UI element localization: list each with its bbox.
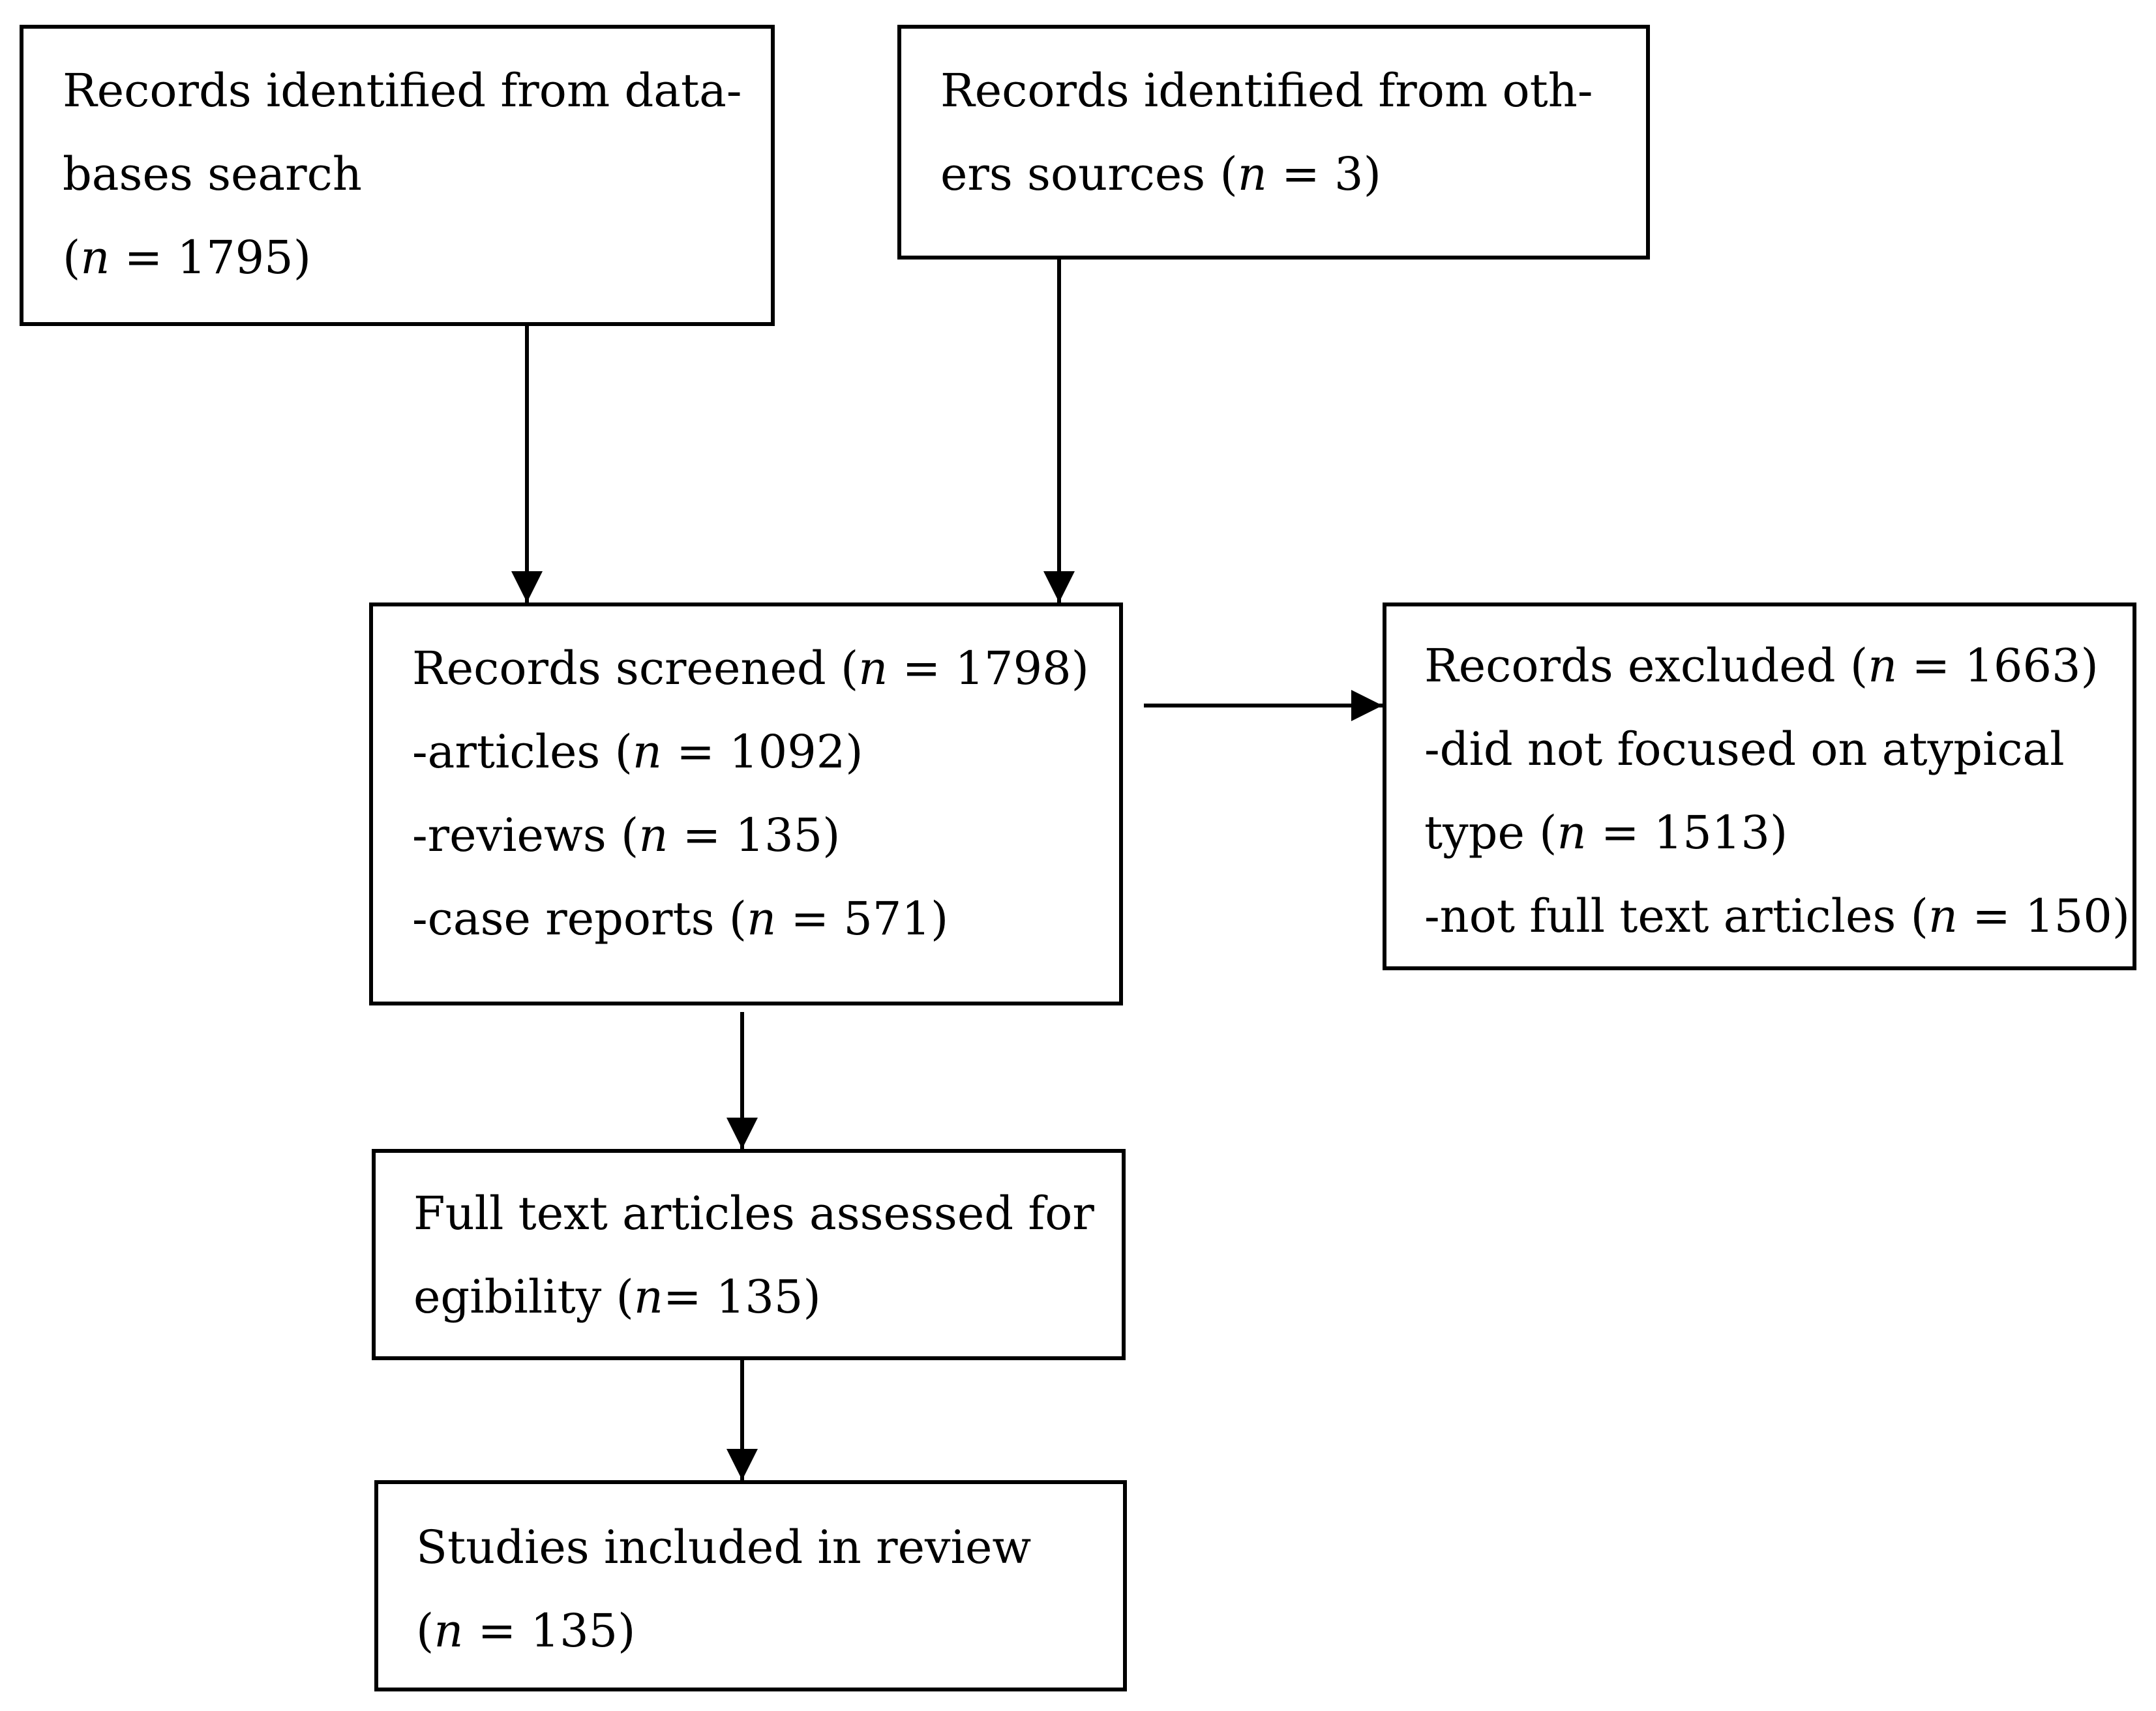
included-line-2: (n = 135) [416,1604,636,1658]
studies-included-box: Studies included in review (n = 135) [374,1480,1127,1691]
other-records-line-1: Records identified from oth- [940,64,1593,117]
screened-line-3: -reviews (n = 135) [412,809,841,862]
included-line-1: Studies included in review [416,1521,1032,1574]
screened-line-2: -articles (n = 1092) [412,725,863,779]
excluded-line-4: -not full text articles (n = 150) [1424,889,2131,943]
excluded-line-1: Records excluded (n = 1663) [1424,639,2099,692]
full-text-line-2: egibility (n= 135) [413,1270,821,1324]
excluded-line-3: type (n = 1513) [1424,806,1788,859]
excluded-line-2: -did not focused on atypical [1424,722,2065,776]
screened-line-1: Records screened (n = 1798) [412,642,1089,695]
records-identified-databases-box: Records identified from data- bases sear… [20,25,775,326]
screened-line-4: -case reports (n = 571) [412,892,949,945]
records-identified-other-sources-box: Records identified from oth- ers sources… [897,25,1650,260]
full-text-line-1: Full text articles assessed for [413,1187,1094,1240]
records-screened-box: Records screened (n = 1798) -articles (n… [369,603,1123,1005]
database-records-line-1: Records identified from data- [63,64,742,117]
other-records-line-2: ers sources (n = 3) [940,147,1381,201]
database-records-line-2: bases search [63,147,362,201]
database-records-line-3: (n = 1795) [63,231,312,284]
records-excluded-box: Records excluded (n = 1663) -did not foc… [1383,603,2136,970]
full-text-assessed-box: Full text articles assessed for egibilit… [372,1149,1126,1360]
